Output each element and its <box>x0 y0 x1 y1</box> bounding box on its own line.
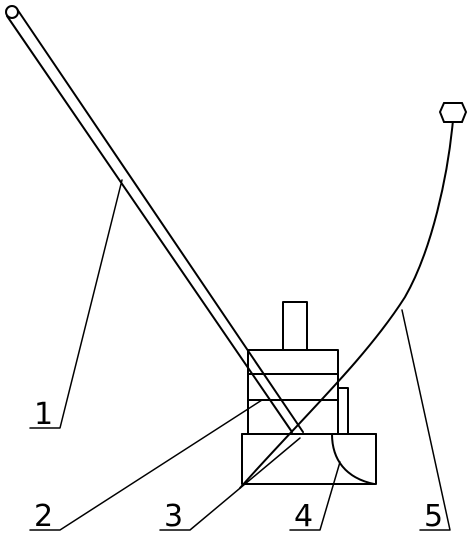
middle-body-part-3 <box>247 349 339 435</box>
leader-line-5 <box>401 309 451 531</box>
base-arc <box>331 433 375 485</box>
part-label-3: 3 <box>164 499 183 534</box>
hex-end-fitting <box>438 102 468 123</box>
side-plate <box>337 387 349 435</box>
cable-part-5 <box>239 119 454 489</box>
leader-line-2 <box>29 399 263 531</box>
leader-line-1 <box>29 179 123 429</box>
part-label-1: 1 <box>34 397 53 432</box>
part-label-4: 4 <box>294 499 313 534</box>
leader-line-3 <box>159 437 301 531</box>
top-stem <box>282 301 308 351</box>
part-label-5: 5 <box>424 499 443 534</box>
handle-end-ring <box>5 5 19 19</box>
handle-rod-edge-right <box>16 8 304 433</box>
handle-rod-edge-left <box>6 15 293 433</box>
part-label-2: 2 <box>34 499 53 534</box>
leader-line-4 <box>289 461 341 531</box>
